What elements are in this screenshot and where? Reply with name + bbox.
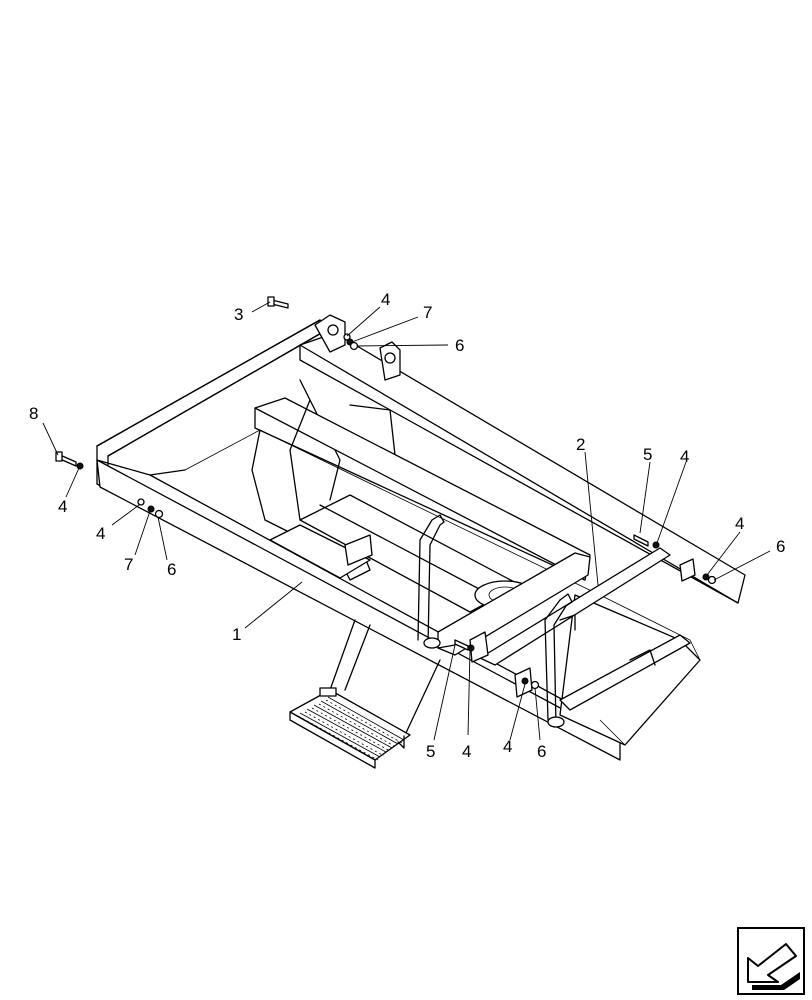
callout-6: 6 — [537, 742, 546, 761]
callout-4: 4 — [735, 514, 744, 533]
callout-4: 4 — [96, 524, 105, 543]
pivot-brackets — [299, 314, 401, 501]
callout-5: 5 — [426, 742, 435, 761]
callout-4: 4 — [58, 497, 67, 516]
leader-lines — [42, 301, 771, 741]
callout-7: 7 — [423, 303, 432, 322]
callout-labels: 3 4 7 6 8 4 4 7 6 1 2 5 4 4 6 5 4 4 6 — [29, 290, 785, 761]
callout-4: 4 — [503, 737, 512, 756]
small-brackets — [344, 534, 696, 698]
step-ladder — [289, 619, 441, 769]
callout-4: 4 — [680, 447, 689, 466]
callout-1: 1 — [232, 625, 241, 644]
step-tread-pattern — [297, 696, 405, 761]
callout-4: 4 — [462, 742, 471, 761]
callout-6: 6 — [167, 560, 176, 579]
callout-2: 2 — [576, 435, 585, 454]
callout-8: 8 — [29, 404, 38, 423]
callout-4: 4 — [381, 290, 390, 309]
hardware — [55, 296, 717, 690]
cross-plate — [437, 547, 691, 711]
callout-3: 3 — [234, 305, 243, 324]
front-channel — [254, 397, 591, 581]
previous-page-arrow-icon[interactable] — [737, 927, 805, 995]
callout-6: 6 — [776, 537, 785, 556]
callout-6: 6 — [455, 336, 464, 355]
callout-5: 5 — [643, 445, 652, 464]
handrails — [417, 514, 573, 728]
callout-7: 7 — [124, 555, 133, 574]
